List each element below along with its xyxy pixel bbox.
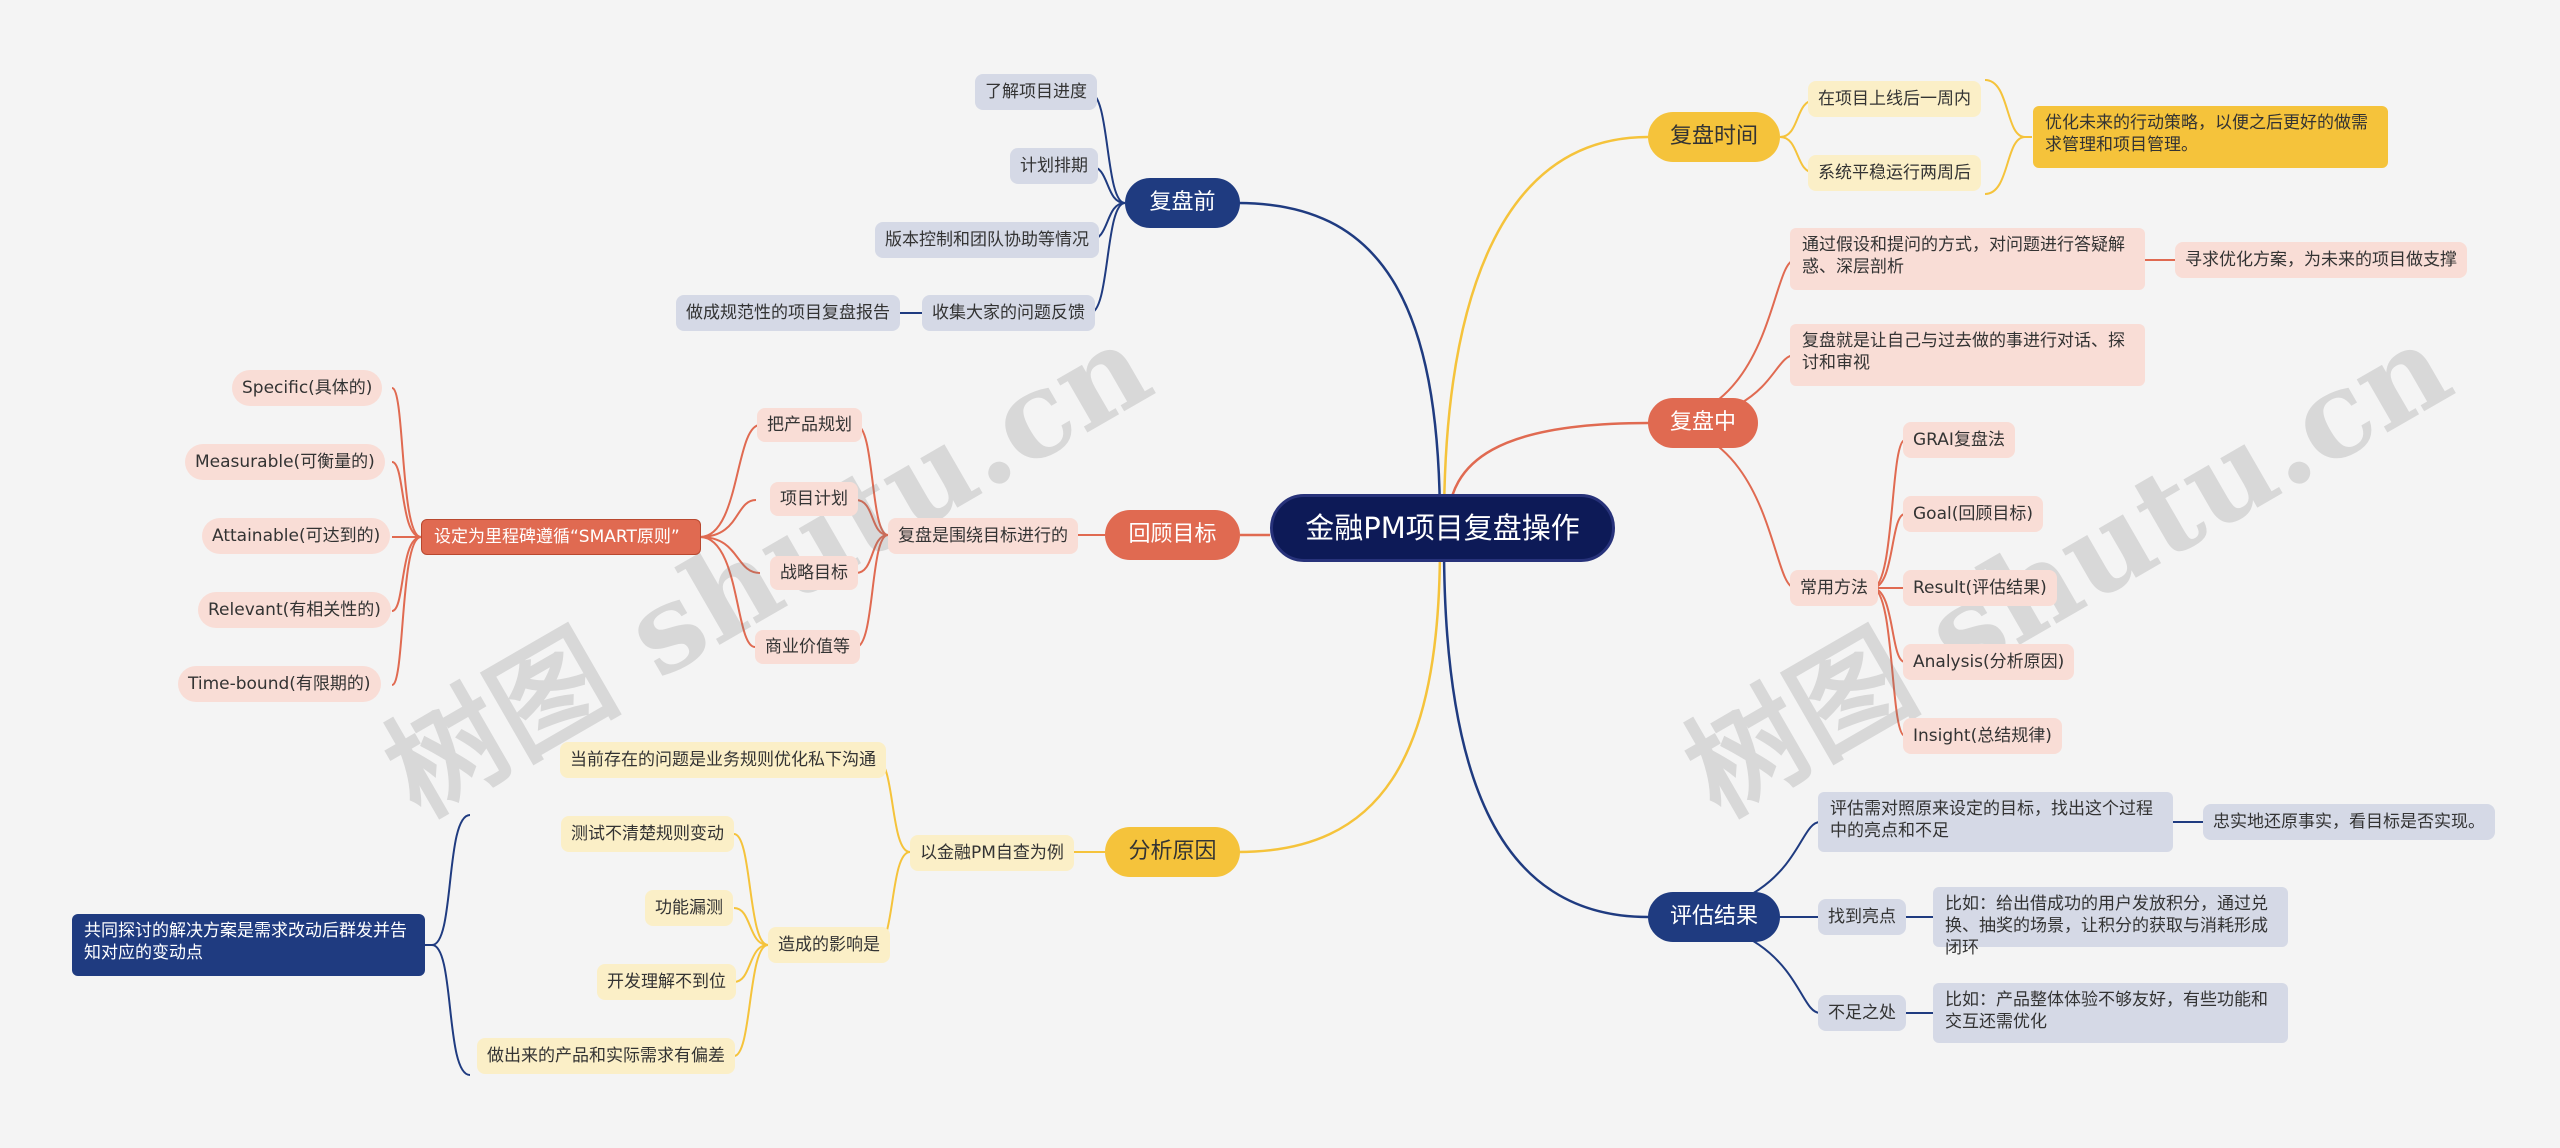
during-intro[interactable]: 通过假设和提问的方式，对问题进行答疑解惑、深层剖析: [1790, 228, 2145, 290]
review-item[interactable]: 把产品规划: [757, 408, 862, 442]
branch-analysis[interactable]: 分析原因: [1105, 827, 1240, 877]
smart-item[interactable]: Specific(具体的): [232, 370, 383, 406]
impact-item[interactable]: 开发理解不到位: [597, 964, 736, 1000]
evaluate-highlight-text[interactable]: 比如：给出借成功的用户发放积分，通过兑换、抽奖的场景，让积分的获取与消耗形成闭环: [1933, 887, 2288, 958]
branch-time[interactable]: 复盘时间: [1648, 112, 1780, 162]
before-item[interactable]: 收集大家的问题反馈: [922, 295, 1095, 331]
smart-principle[interactable]: 设定为里程碑遵循“SMART原则”: [421, 519, 701, 555]
branch-evaluate[interactable]: 评估结果: [1648, 892, 1780, 942]
analysis-impact[interactable]: 造成的影响是: [768, 927, 890, 963]
during-method[interactable]: 常用方法: [1790, 570, 1878, 606]
evaluate-highlight[interactable]: 找到亮点: [1818, 899, 1906, 935]
impact-item[interactable]: 测试不清楚规则变动: [561, 816, 734, 852]
method-item[interactable]: Goal(回顾目标): [1903, 496, 2043, 532]
before-item[interactable]: 计划排期: [1010, 148, 1098, 184]
during-intro-result[interactable]: 寻求优化方案，为未来的项目做支撑: [2175, 242, 2467, 278]
method-item[interactable]: Result(评估结果): [1903, 570, 2057, 606]
time-item[interactable]: 系统平稳运行两周后: [1808, 155, 1981, 191]
root-node[interactable]: 金融PM项目复盘操作: [1270, 494, 1615, 562]
evaluate-shortcoming-text[interactable]: 比如：产品整体体验不够友好，有些功能和交互还需优化: [1933, 983, 2288, 1043]
branch-before[interactable]: 复盘前: [1125, 178, 1240, 228]
branch-during[interactable]: 复盘中: [1648, 398, 1758, 448]
analysis-solution[interactable]: 共同探讨的解决方案是需求改动后群发并告知对应的变动点: [72, 914, 425, 976]
branch-review[interactable]: 回顾目标: [1105, 510, 1240, 560]
smart-item[interactable]: Relevant(有相关性的): [198, 592, 391, 628]
review-item[interactable]: 项目计划: [770, 482, 858, 516]
before-item[interactable]: 了解项目进度: [975, 74, 1097, 110]
smart-item[interactable]: Attainable(可达到的): [202, 518, 391, 554]
impact-item[interactable]: 做出来的产品和实际需求有偏差: [477, 1038, 735, 1074]
method-item[interactable]: GRAI复盘法: [1903, 422, 2015, 458]
impact-item[interactable]: 功能漏测: [645, 890, 733, 926]
review-item[interactable]: 战略目标: [770, 556, 858, 590]
during-intro[interactable]: 复盘就是让自己与过去做的事进行对话、探讨和审视: [1790, 324, 2145, 386]
analysis-branch[interactable]: 以金融PM自查为例: [910, 835, 1074, 871]
evaluate-shortcoming[interactable]: 不足之处: [1818, 995, 1906, 1031]
evaluate-compare[interactable]: 评估需对照原来设定的目标，找出这个过程中的亮点和不足: [1818, 792, 2173, 852]
before-report[interactable]: 做成规范性的项目复盘报告: [676, 295, 900, 331]
review-branch[interactable]: 复盘是围绕目标进行的: [888, 518, 1078, 554]
method-item[interactable]: Insight(总结规律): [1903, 718, 2062, 754]
analysis-problem[interactable]: 当前存在的问题是业务规则优化私下沟通: [560, 742, 886, 778]
time-item[interactable]: 在项目上线后一周内: [1808, 81, 1981, 117]
evaluate-compare-result[interactable]: 忠实地还原事实，看目标是否实现。: [2203, 804, 2495, 840]
smart-item[interactable]: Time-bound(有限期的): [178, 666, 381, 702]
review-item[interactable]: 商业价值等: [755, 630, 860, 664]
before-item[interactable]: 版本控制和团队协助等情况: [875, 222, 1099, 258]
method-item[interactable]: Analysis(分析原因): [1903, 644, 2075, 680]
smart-item[interactable]: Measurable(可衡量的): [185, 444, 385, 480]
time-goal[interactable]: 优化未来的行动策略，以便之后更好的做需求管理和项目管理。: [2033, 106, 2388, 168]
